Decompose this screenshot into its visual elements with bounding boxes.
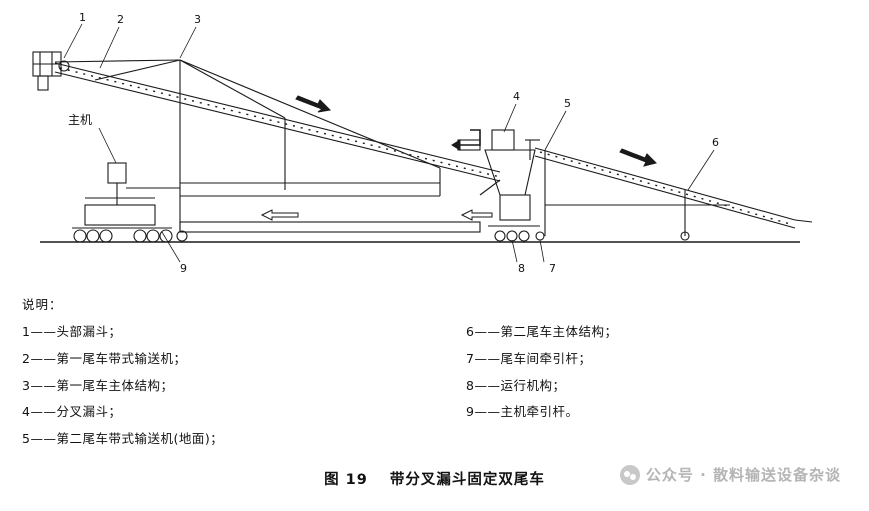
wechat-icon <box>619 464 640 485</box>
first-tail-conveyor <box>54 62 501 182</box>
arrow-right-conveyor <box>619 148 657 167</box>
legend-item: 2——第一尾车带式输送机； <box>22 350 187 366</box>
legend-item: 1——头部漏斗； <box>22 324 122 339</box>
tripper-car-drawing: 1 2 3 4 5 6 7 8 9 主机 <box>32 11 813 275</box>
second-tail-structure <box>535 150 730 241</box>
legend-item: 4——分叉漏斗； <box>22 404 122 420</box>
watermark: 公众号 · 散料输送设备杂谈 <box>619 464 841 485</box>
legend-item: 7——尾车间牵引杆； <box>466 350 592 366</box>
callout-2: 2 <box>117 13 124 26</box>
traveling-mechanism <box>176 225 540 242</box>
head-funnel <box>32 51 70 91</box>
watermark-text: 公众号 · 散料输送设备杂谈 <box>645 466 841 484</box>
callout-leaders <box>63 23 715 263</box>
legend-item: 6——第二尾车主体结构； <box>466 324 618 339</box>
arrow-upper-left <box>295 95 332 113</box>
legend-item: 8——运行机构； <box>466 377 566 393</box>
arrow-ground-left <box>260 209 299 221</box>
callout-6: 6 <box>712 136 719 149</box>
callout-4: 4 <box>513 90 520 103</box>
first-tail-structure <box>54 59 481 233</box>
figure-number: 图 19 <box>324 472 368 488</box>
legend-right-column: 6——第二尾车主体结构； 7——尾车间牵引杆； 8——运行机构； 9——主机牵引… <box>466 319 617 426</box>
main-machine <box>72 162 180 243</box>
second-tail-conveyor <box>534 147 813 229</box>
callout-1: 1 <box>79 11 86 24</box>
material-flow-arrows <box>260 95 657 221</box>
legend-item: 5——第二尾车带式输送机(地面)； <box>22 431 224 447</box>
legend-left-column: 1——头部漏斗； 2——第一尾车带式输送机； 3——第一尾车主体结构； 4——分… <box>22 319 223 453</box>
figure-title: 带分叉漏斗固定双尾车 <box>389 472 545 488</box>
arrow-ground-right <box>460 209 493 221</box>
bifurcation-funnel <box>457 129 540 221</box>
arrow-turn <box>458 129 481 146</box>
legend-title: 说明： <box>22 297 63 312</box>
callout-8: 8 <box>518 262 525 275</box>
figure-caption: 图 19 带分叉漏斗固定双尾车 <box>0 468 869 489</box>
main-machine-label: 主机 <box>68 113 92 127</box>
legend-item: 9——主机牵引杆。 <box>466 404 579 420</box>
callout-3: 3 <box>194 13 201 26</box>
callout-7: 7 <box>549 262 556 275</box>
legend-item: 3——第一尾车主体结构； <box>22 377 174 393</box>
callout-9: 9 <box>180 262 187 275</box>
callout-5: 5 <box>564 97 571 110</box>
